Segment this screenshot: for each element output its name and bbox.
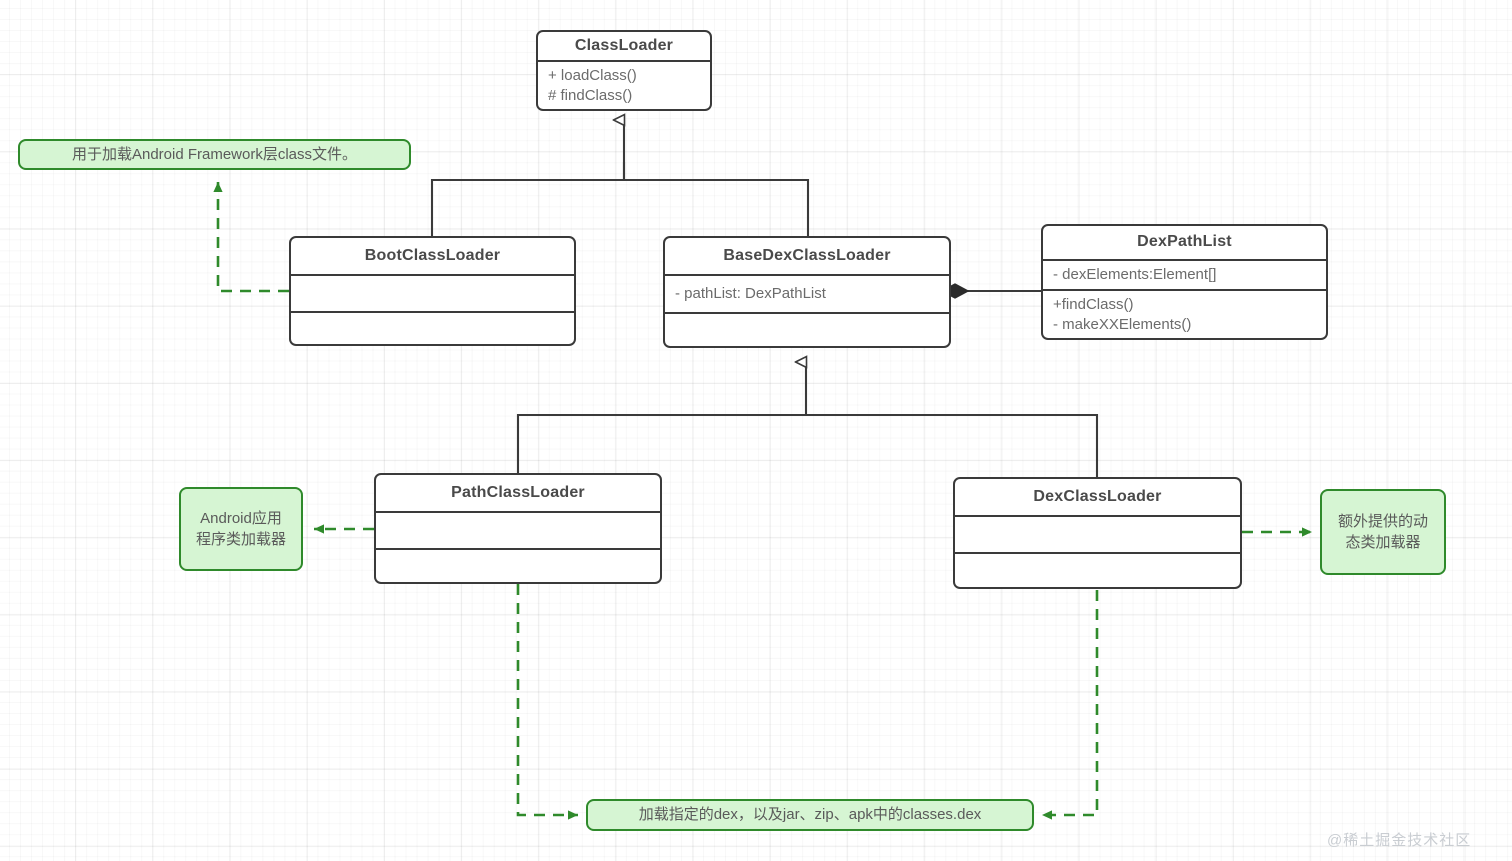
note-line: 加载指定的dex，以及jar、zip、apk中的classes.dex: [638, 806, 982, 824]
attribute-row: - dexElements:Element[]: [1053, 266, 1217, 284]
note-line: 态类加载器: [1345, 534, 1421, 551]
attribute-row: - pathList: DexPathList: [675, 285, 826, 303]
note-link-dexclassloader-bottom: [1042, 590, 1099, 820]
note-line: Android应用: [200, 509, 282, 527]
class-attributes-bootclassloader: [291, 274, 574, 311]
method-row: # findClass(): [548, 86, 633, 104]
class-attributes-pathclassloader: [376, 511, 660, 548]
class-attributes-dexclassloader: [955, 515, 1240, 552]
class-title-classloader: ClassLoader: [574, 37, 674, 54]
class-methods-pathclassloader: [376, 548, 660, 582]
generalization-to-basedexclassloader: [516, 362, 1099, 477]
note-pathclassloader[interactable]: Android应用 程序类加载器: [179, 487, 303, 571]
class-title-dexpathlist: DexPathList: [1137, 233, 1232, 251]
class-title-pathclassloader: PathClassLoader: [451, 484, 585, 501]
class-box-pathclassloader[interactable]: PathClassLoader: [374, 473, 662, 584]
note-bootclassloader[interactable]: 用于加载Android Framework层class文件。: [18, 139, 411, 170]
class-methods-bootclassloader: [291, 311, 574, 344]
class-methods-dexpathlist: +findClass() - makeXXElements(): [1043, 289, 1326, 338]
class-title-basedexclassloader: BaseDexClassLoader: [723, 247, 891, 264]
class-box-dexpathlist[interactable]: DexPathList - dexElements:Element[] +fin…: [1041, 224, 1328, 340]
class-box-classloader[interactable]: ClassLoader + loadClass() # findClass(): [536, 30, 712, 111]
note-link-pathclassloader-bottom: [516, 584, 578, 820]
note-link-bootclassloader: [213, 182, 289, 293]
class-methods-dexclassloader: [955, 552, 1240, 587]
composition-basedex-dexpathlist: [940, 283, 1041, 299]
note-line: 程序类加载器: [195, 531, 286, 548]
method-row: + loadClass(): [548, 67, 637, 84]
class-box-basedexclassloader[interactable]: BaseDexClassLoader - pathList: DexPathLi…: [663, 236, 951, 348]
note-line: 额外提供的动: [1337, 512, 1428, 530]
note-dexclassloader[interactable]: 额外提供的动 态类加载器: [1320, 489, 1446, 575]
note-bottom-shared[interactable]: 加载指定的dex，以及jar、zip、apk中的classes.dex: [586, 799, 1034, 831]
class-attributes-basedexclassloader: - pathList: DexPathList: [665, 274, 949, 312]
note-line: 用于加载Android Framework层class文件。: [71, 145, 358, 163]
generalization-to-classloader: [430, 120, 810, 238]
watermark: @稀土掘金技术社区: [1327, 832, 1472, 849]
class-box-dexclassloader[interactable]: DexClassLoader: [953, 477, 1242, 589]
class-attributes-dexpathlist: - dexElements:Element[]: [1043, 258, 1326, 289]
method-row: - makeXXElements(): [1053, 315, 1192, 333]
class-title-bootclassloader: BootClassLoader: [364, 247, 501, 264]
class-box-bootclassloader[interactable]: BootClassLoader: [289, 236, 576, 346]
method-row: +findClass(): [1053, 296, 1134, 313]
class-title-dexclassloader: DexClassLoader: [1033, 488, 1162, 505]
class-methods-classloader: + loadClass() # findClass(): [538, 60, 710, 109]
class-methods-basedexclassloader: [665, 312, 949, 346]
